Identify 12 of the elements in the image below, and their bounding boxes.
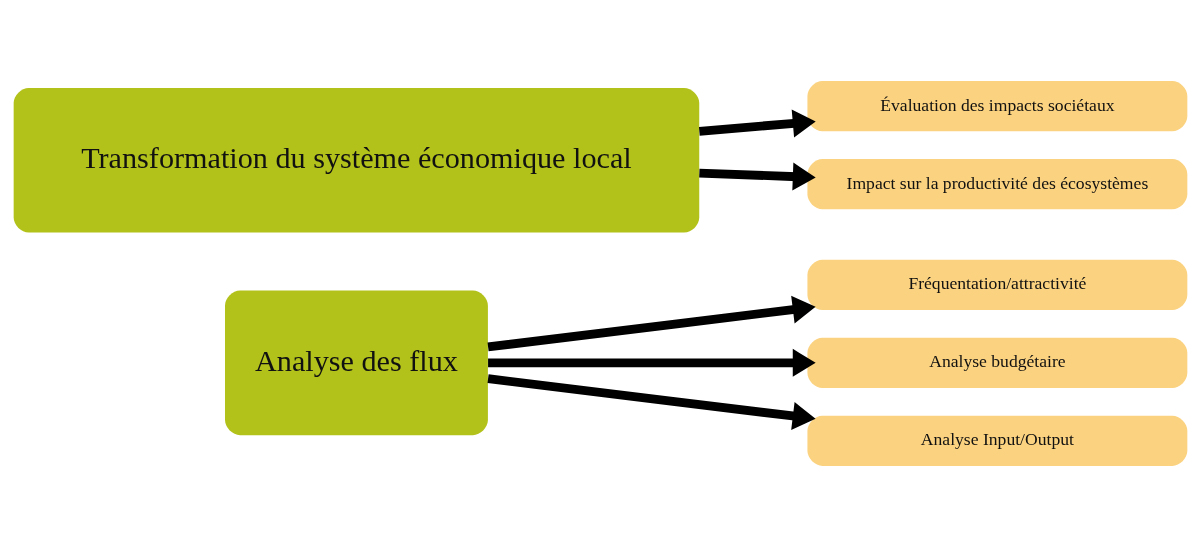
- node-box: Évaluation des impacts sociétaux: [807, 80, 1188, 131]
- arrow: [487, 373, 816, 430]
- node-box: Fréquentation/attractivité: [807, 259, 1188, 310]
- node-box: Transformation du système économique local: [13, 87, 700, 233]
- arrow: [699, 162, 816, 191]
- arrow: [488, 348, 816, 377]
- node-box: Impact sur la productivité des écosystèmes: [807, 158, 1188, 209]
- node-box: Analyse des flux: [225, 290, 488, 435]
- arrow: [487, 295, 816, 351]
- node-box: Analyse budgétaire: [807, 337, 1188, 388]
- node-box: Analyse Input/Output: [807, 415, 1188, 466]
- arrow: [699, 108, 816, 137]
